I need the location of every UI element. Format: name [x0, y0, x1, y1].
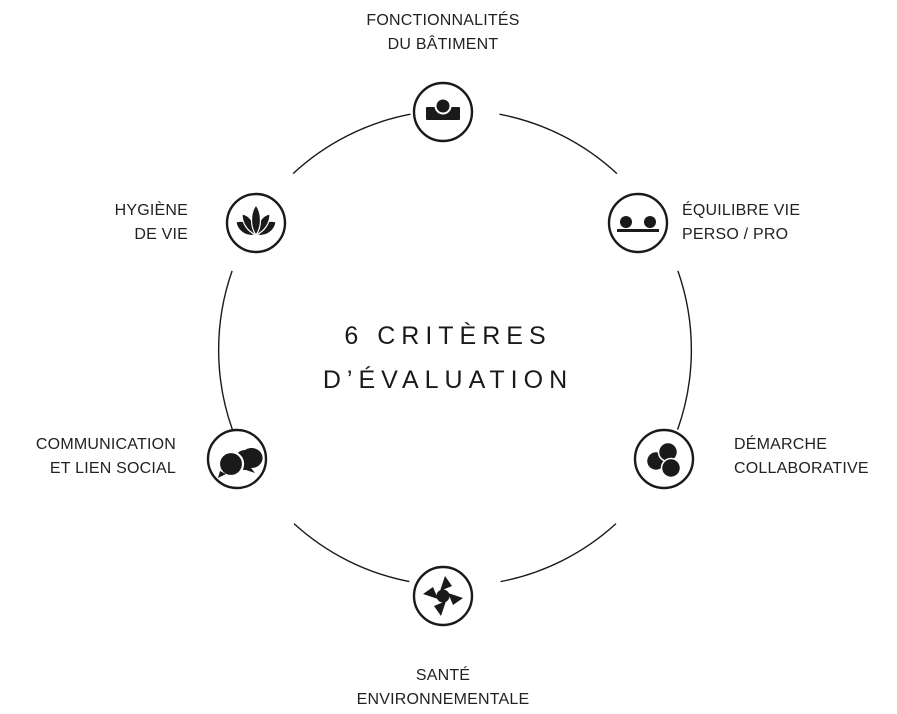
node-demarche — [633, 428, 695, 490]
label-line: DÉMARCHE — [734, 436, 828, 453]
center-title-line2: D’ÉVALUATION — [322, 366, 574, 394]
arc-left — [218, 270, 234, 430]
fan-icon — [423, 576, 463, 616]
label-line: ET LIEN SOCIAL — [49, 460, 176, 477]
node-equilibre — [607, 192, 669, 254]
label-demarche: DÉMARCHE COLLABORATIVE — [734, 433, 894, 481]
label-line: ENVIRONNEMENTALE — [356, 691, 530, 708]
label-line: FONCTIONNALITÉS — [366, 12, 520, 29]
label-line: ÉQUILIBRE VIE — [682, 202, 801, 219]
label-communication: COMMUNICATION ET LIEN SOCIAL — [4, 433, 176, 481]
arc-top-right — [499, 113, 618, 175]
lotus-icon — [235, 203, 277, 237]
balance-icon — [617, 216, 659, 232]
label-sante: SANTÉ ENVIRONNEMENTALE — [333, 664, 553, 712]
label-fonctionnalites: FONCTIONNALITÉS DU BÂTIMENT — [343, 9, 543, 57]
label-line: DU BÂTIMENT — [387, 36, 499, 53]
center-title-line1: 6 CRITÈRES — [344, 322, 552, 350]
label-hygiene: HYGIÈNE DE VIE — [60, 199, 188, 247]
speech-bubbles-icon — [217, 448, 263, 478]
building-function-icon — [426, 97, 460, 120]
node-communication — [206, 428, 268, 490]
label-line: PERSO / PRO — [682, 226, 789, 243]
arc-top-left — [292, 113, 411, 175]
node-hygiene — [225, 192, 287, 254]
label-line: COLLABORATIVE — [734, 460, 869, 477]
ring-arcs — [218, 113, 692, 583]
label-line: DE VIE — [134, 226, 188, 243]
arc-right — [676, 270, 692, 430]
arc-bottom-right — [500, 523, 617, 583]
node-sante — [412, 565, 474, 627]
label-equilibre: ÉQUILIBRE VIE PERSO / PRO — [682, 199, 862, 247]
label-line: HYGIÈNE — [114, 202, 188, 219]
label-line: COMMUNICATION — [35, 436, 176, 453]
node-fonctionnalites — [412, 81, 474, 143]
overlapping-circles-icon — [645, 441, 682, 479]
arc-bottom-left — [293, 523, 410, 583]
label-line: SANTÉ — [415, 667, 471, 684]
